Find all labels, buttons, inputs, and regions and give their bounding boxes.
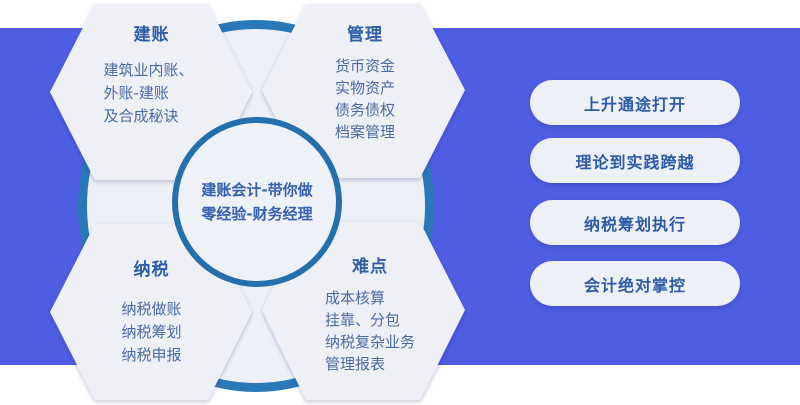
pill-nashui: 纳税筹划执行 — [530, 200, 740, 245]
hex-title: 难点 — [352, 257, 388, 277]
hex-lines: 成本核算 挂靠、分包 纳税复杂业务 管理报表 — [325, 287, 415, 375]
hex-line: 货币资金 — [334, 57, 395, 75]
hex-lines: 纳税做账 纳税筹划 纳税申报 — [121, 298, 181, 367]
hex-lines: 建筑业内账、 外账-建账 及合成秘诀 — [103, 59, 193, 128]
hex-title: 建账 — [133, 25, 170, 45]
pill-shangsheng: 上升通途打开 — [530, 80, 740, 125]
center-circle: 建账会计-带你做 零经验-财务经理 — [172, 117, 342, 287]
hex-line: 档案管理 — [334, 123, 395, 141]
center-line-2: 零经验-财务经理 — [201, 205, 313, 223]
hex-nashui-content: 纳税 纳税做账 纳税筹划 纳税申报 — [95, 255, 208, 367]
hexagon-nandian — [262, 222, 465, 400]
hex-line: 外账-建账 — [103, 84, 169, 102]
center-line-1: 建账会计-带你做 — [201, 181, 313, 199]
hexagon-nashui — [50, 224, 252, 400]
hex-line: 实物资产 — [334, 79, 395, 97]
hex-jianzhang-content: 建账 建筑业内账、 外账-建账 及合成秘诀 — [95, 20, 208, 128]
hex-line: 及合成秘诀 — [103, 107, 179, 125]
hex-line: 管理报表 — [324, 355, 385, 373]
hex-line: 挂靠、分包 — [324, 311, 400, 329]
hexagon-guanli — [262, 4, 465, 178]
hex-line: 建筑业内账、 — [103, 61, 194, 79]
hex-line: 纳税申报 — [121, 346, 182, 364]
hex-line: 成本核算 — [324, 289, 385, 307]
hex-title: 管理 — [347, 25, 383, 45]
hex-line: 纳税做账 — [121, 300, 182, 318]
hex-title: 纳税 — [133, 260, 170, 280]
hex-guanli-content: 管理 货币资金 实物资产 债务债权 档案管理 — [320, 20, 410, 143]
pill-lilun: 理论到实践跨越 — [530, 138, 740, 183]
hex-nandian-content: 难点 成本核算 挂靠、分包 纳税复杂业务 管理报表 — [315, 252, 425, 375]
hex-line: 债务债权 — [334, 101, 395, 119]
hex-lines: 货币资金 实物资产 债务债权 档案管理 — [335, 55, 395, 143]
pill-kuaiji: 会计绝对掌控 — [530, 261, 740, 306]
hex-line: 纳税筹划 — [121, 323, 182, 341]
hex-line: 纳税复杂业务 — [324, 333, 415, 351]
